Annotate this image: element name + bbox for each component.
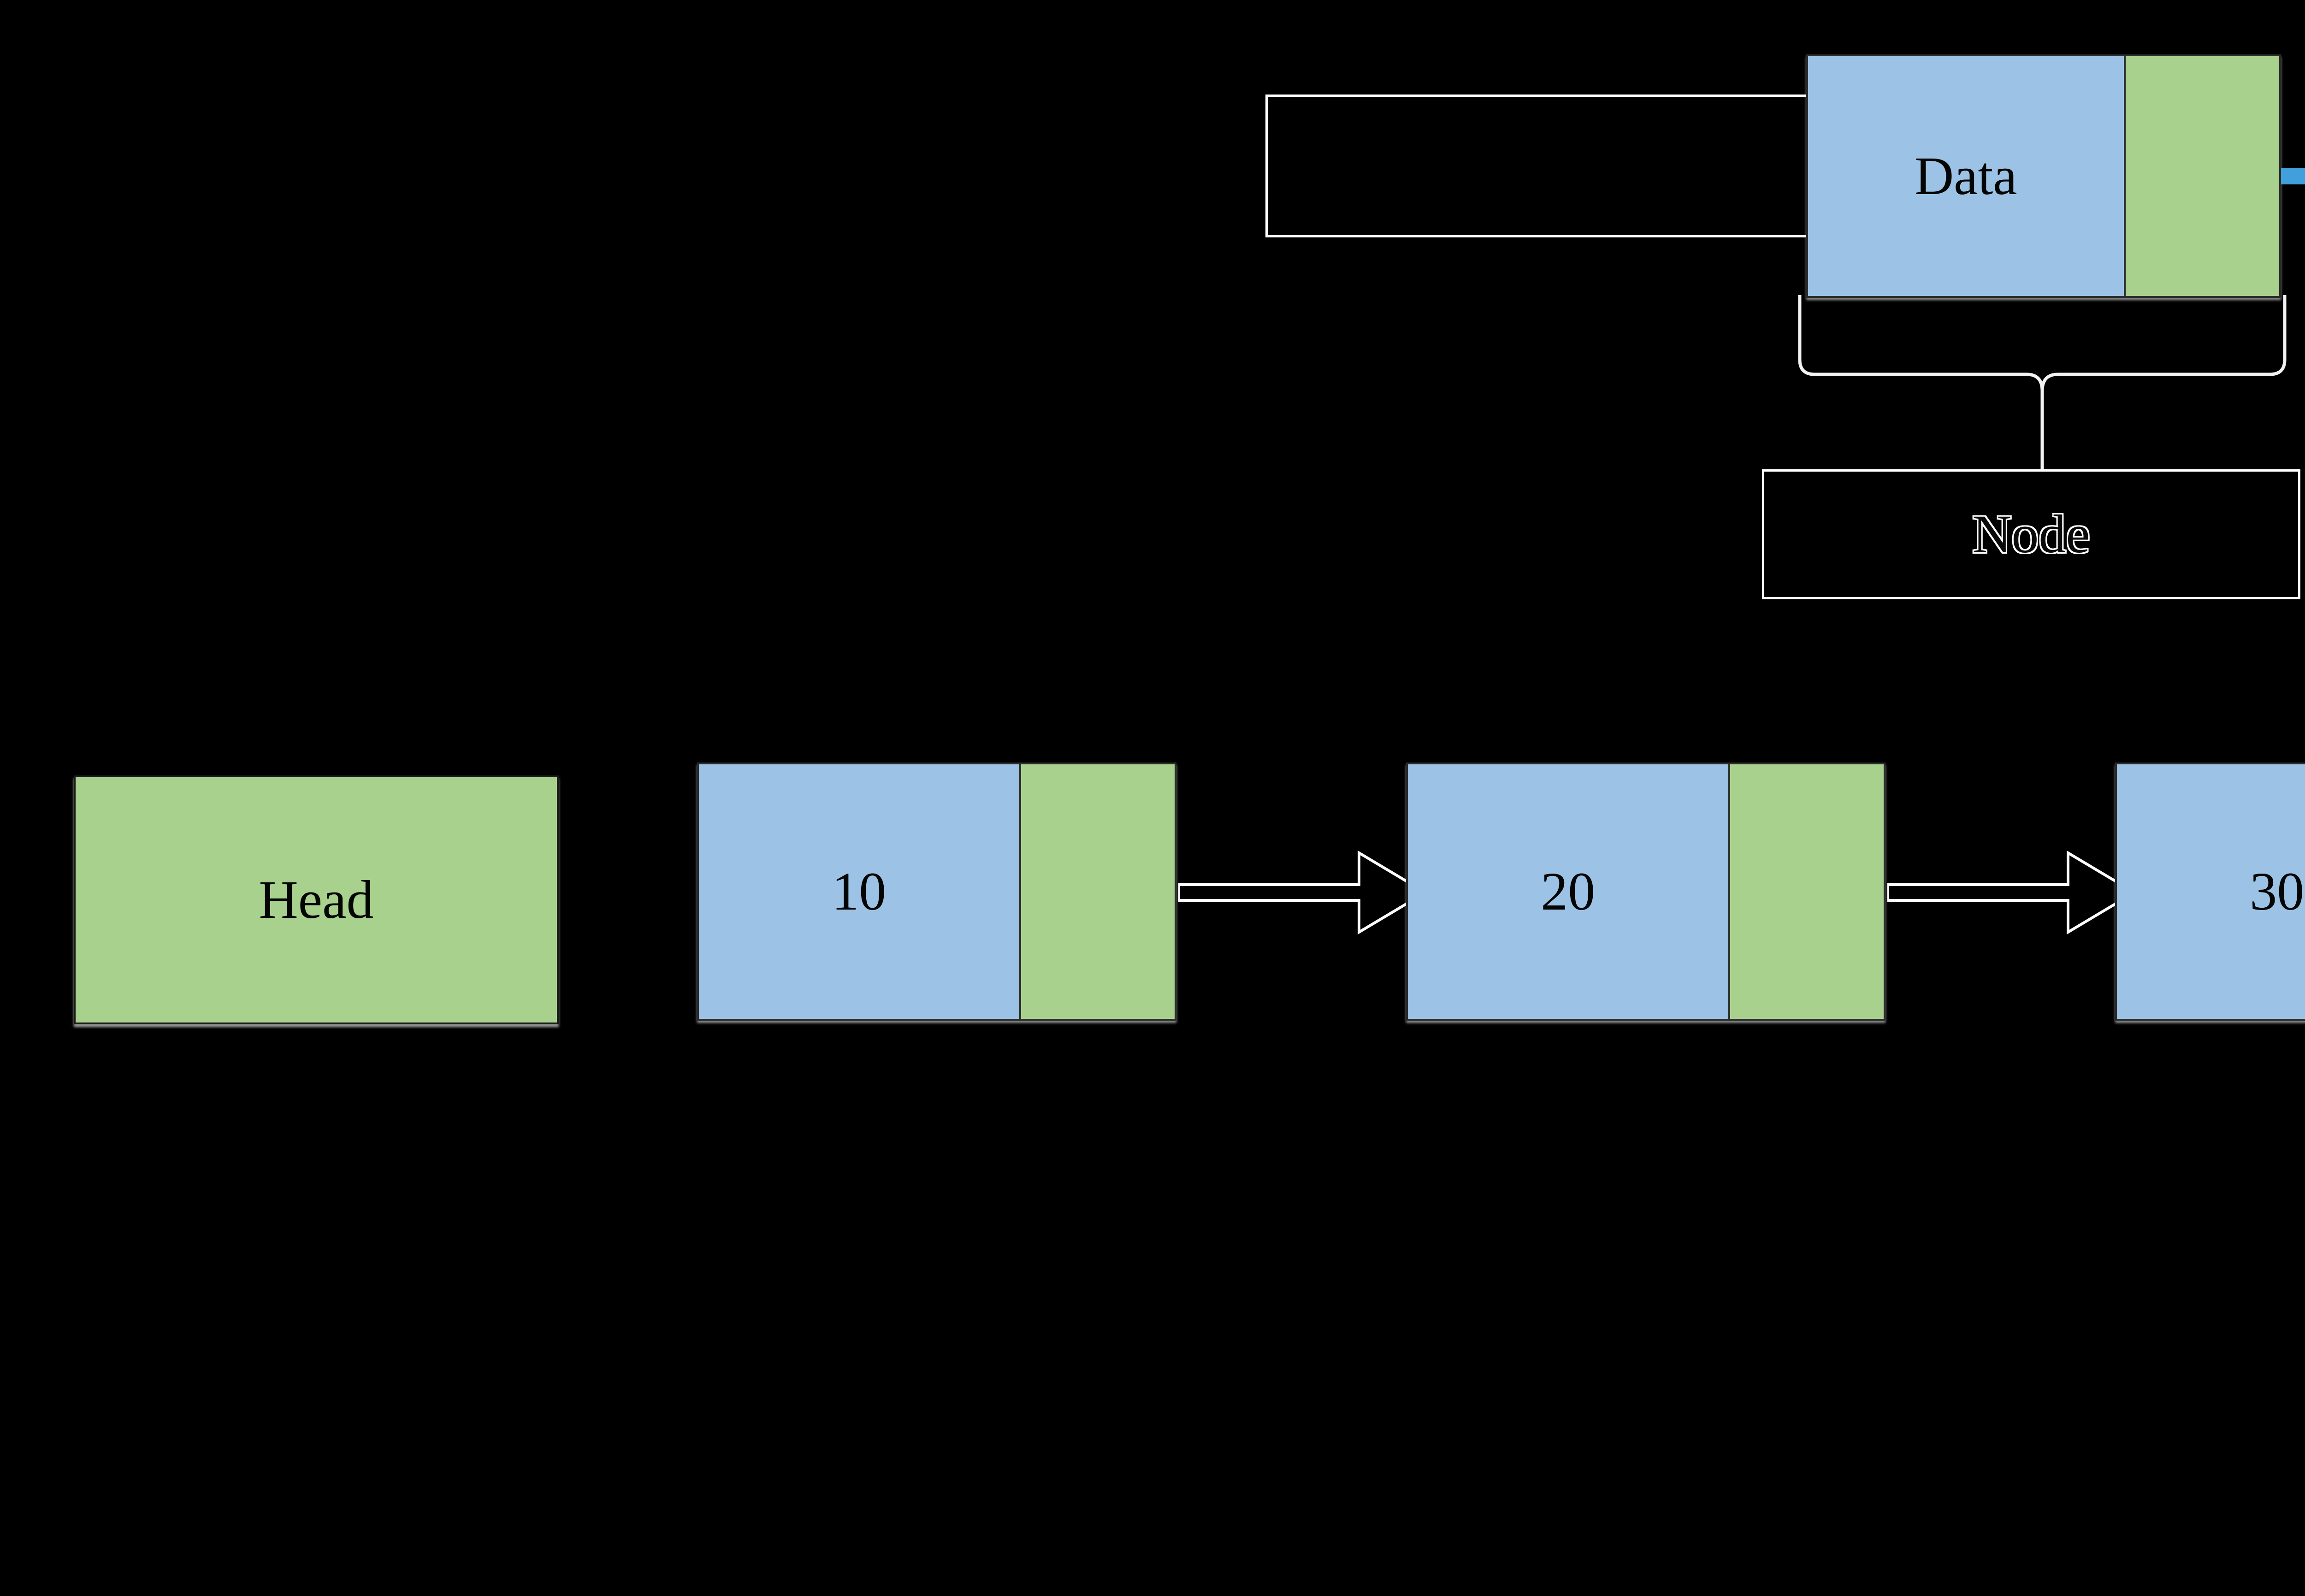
list-node-1-data-cell: 20 (1408, 764, 1730, 1019)
empty-annotation-box (1265, 95, 1809, 237)
node-template-link-cell (2125, 56, 2279, 296)
node-brace-icon (1798, 295, 2287, 471)
list-node-0-value: 10 (832, 861, 887, 922)
connector-arrow-1-icon (1887, 850, 2136, 935)
list-node-1[interactable]: 20 (1406, 763, 1885, 1021)
list-node-2-data-cell: 30 (2117, 764, 2305, 1019)
node-template[interactable]: Data (1806, 54, 2281, 298)
link-callout-arrow-icon (2281, 168, 2305, 184)
connector-arrow-0-icon (1178, 850, 1427, 935)
node-label-text: Node (1972, 504, 2090, 564)
head-box[interactable]: Head (74, 775, 559, 1024)
list-node-0[interactable]: 10 (697, 763, 1176, 1021)
list-node-0-data-cell: 10 (699, 764, 1021, 1019)
node-template-data-cell: Data (1808, 56, 2126, 296)
list-node-2[interactable]: 30 (2115, 763, 2305, 1021)
list-node-1-value: 20 (1541, 861, 1596, 922)
list-node-1-link-cell (1730, 764, 1884, 1019)
node-label-box: Node (1762, 469, 2300, 599)
list-node-0-link-cell (1021, 764, 1175, 1019)
head-label: Head (259, 869, 374, 930)
list-node-2-value: 30 (2250, 861, 2305, 922)
node-template-data-label: Data (1914, 146, 2017, 206)
